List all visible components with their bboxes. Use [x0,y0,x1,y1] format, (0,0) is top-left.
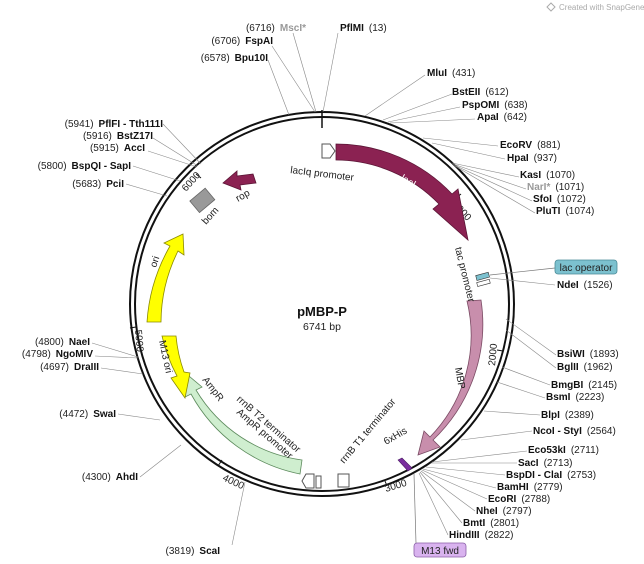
enzyme-label-bspdi-clai: BspDI - ClaI(2753) [506,470,596,481]
enzyme-label-bsmi: BsmI(2223) [546,392,604,403]
lac-operator-callout: lac operator [489,259,618,276]
enzyme-label-bpu10i: (6578)Bpu10I [201,53,268,64]
m13-fwd-callout: M13 fwd [413,473,467,558]
enzyme-label-bstz17i: (5916)BstZ17I [83,131,153,142]
enzyme-label-swai: (4472)SwaI [59,409,116,420]
laci-arrow [335,143,469,242]
m13-fwd-text: M13 fwd [421,546,459,557]
tick-4000 [217,459,223,467]
laciq-promoter-arrow [321,143,336,159]
lac-operator-text: lac operator [560,263,613,274]
left-leader-lines [91,32,317,546]
watermark-text: Created with SnapGene® [559,3,644,12]
snapgene-watermark: Created with SnapGene® [546,2,644,12]
sixhis-mark [397,457,413,472]
enzyme-label-ncoi-styi: NcoI - StyI(2564) [533,426,616,437]
snapgene-logo-icon [546,2,556,12]
tac-promoter-label: tac promoter [452,246,476,304]
m13-ori-arrow [161,335,191,399]
tick-6000 [195,173,202,179]
enzyme-label-hindiii: HindIII(2822) [449,530,513,541]
enzyme-label-ndei: NdeI(1526) [557,280,613,291]
enzyme-label-eco53ki: Eco53kI(2711) [528,445,599,456]
tick-label-5000: 5000 [132,329,145,353]
tick-5000 [129,326,137,329]
enzyme-labels-right: PflMI(13) MluI(431) BstEII(612) PspOMI(6… [340,23,619,541]
tac-promoter-box [476,278,491,287]
enzyme-label-pluti: PluTI(1074) [536,206,594,217]
enzyme-label-bsiwi: BsiWI(1893) [557,349,619,360]
tick-label-2000: 2000 [487,343,500,367]
enzyme-label-nhei: NheI(2797) [476,506,532,517]
enzyme-label-saci: SacI(2713) [518,458,572,469]
rrnb-t2-terminator-box [315,475,322,489]
ori-arrow [146,233,185,323]
ampr-label: AmpR [200,375,226,404]
enzyme-label-nari: NarI*(1071) [527,182,584,193]
enzyme-label-naei: (4800)NaeI [35,337,90,348]
ampr-promoter-arrow [301,473,315,489]
plasmid-length: 6741 bp [303,321,341,333]
plasmid-name: pMBP-P [297,304,347,319]
enzyme-label-draiii: (4697)DraIII [40,362,99,373]
enzyme-label-bmgbi: BmgBI(2145) [551,380,617,391]
enzyme-label-sfoi: SfoI(1072) [533,194,586,205]
enzyme-labels-left: (6716)MscI* (6706)FspAI (6578)Bpu10I (59… [22,23,306,557]
enzyme-label-kasi: KasI(1070) [520,170,575,181]
rop-arrow [222,170,257,191]
enzyme-label-bglii: BglII(1962) [557,362,613,373]
tick-label-3000: 3000 [384,478,409,495]
mbp-label: MBP [452,367,467,391]
enzyme-label-ecorv: EcoRV(881) [500,140,560,151]
bom-box [189,187,216,214]
tick-2000 [496,349,504,352]
enzyme-label-pcii: (5683)PciI [72,179,124,190]
tick-3000 [384,480,388,487]
enzyme-label-pspomi: PspOMI(638) [462,100,528,111]
right-leader-lines [322,32,557,536]
laciq-promoter-label: lacIq promoter [290,165,355,184]
enzyme-label-pflmi: PflMI(13) [340,23,387,34]
mbp-arrow [417,299,484,456]
ori-label: ori [148,255,162,269]
enzyme-label-bmti: BmtI(2801) [463,518,519,529]
enzyme-label-apai: ApaI(642) [477,112,527,123]
enzyme-label-blpi: BlpI(2389) [541,410,594,421]
enzyme-label-ahdi: (4300)AhdI [82,472,138,483]
enzyme-label-pflfi-tth111i: (5941)PflFI - Tth111I [65,119,164,130]
rrnb-t1-label: rrnB T1 terminator [338,396,399,466]
rop-label: rop [234,188,252,205]
enzyme-label-mlui: MluI(431) [427,68,475,79]
enzyme-label-bspqi-sapi: (5800)BspQI - SapI [38,161,132,172]
enzyme-label-bamhi: BamHI(2779) [497,482,563,493]
enzyme-label-ecori: EcoRI(2788) [488,494,550,505]
enzyme-label-ngomiv: (4798)NgoMIV [22,349,93,360]
enzyme-label-msci: (6716)MscI* [246,23,306,34]
tick-label-4000: 4000 [221,473,246,493]
enzyme-label-bsteii: BstEII(612) [452,87,509,98]
enzyme-label-acci: (5915)AccI [90,143,145,154]
enzyme-label-fspai: (6706)FspAI [211,36,273,47]
lac-operator-box [475,271,490,281]
tick-label-6000: 6000 [180,170,203,194]
rrnb-t1-terminator-box [337,473,350,488]
enzyme-label-hpai: HpaI(937) [507,153,557,164]
ampr-arrow [182,370,303,475]
sixhis-label: 6xHis [382,426,409,448]
enzyme-label-scai: (3819)ScaI [166,546,221,557]
